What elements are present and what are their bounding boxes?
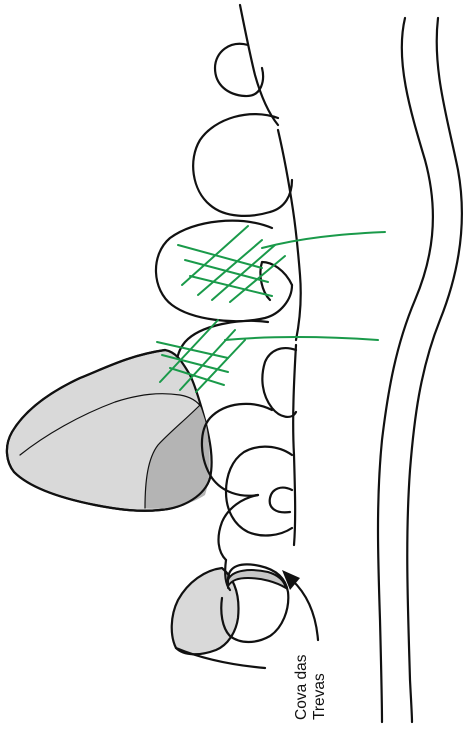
rock-lobe-5: [202, 404, 272, 496]
rock-lobe-6-inner: [270, 488, 292, 513]
leader-line: [292, 580, 318, 640]
rope-upper: [178, 226, 385, 302]
rock-lobe-7: [219, 495, 258, 560]
label-group: Cova das Trevas: [293, 654, 328, 720]
rock-lobe-4b: [262, 348, 296, 417]
rock-lobe-top: [215, 44, 263, 96]
label-line-1: Cova das: [293, 654, 310, 720]
rock-lobe-6: [226, 447, 292, 536]
cliff-lower: [293, 345, 296, 545]
label-line-2: Trevas: [311, 673, 328, 720]
cliff-top: [240, 5, 278, 125]
